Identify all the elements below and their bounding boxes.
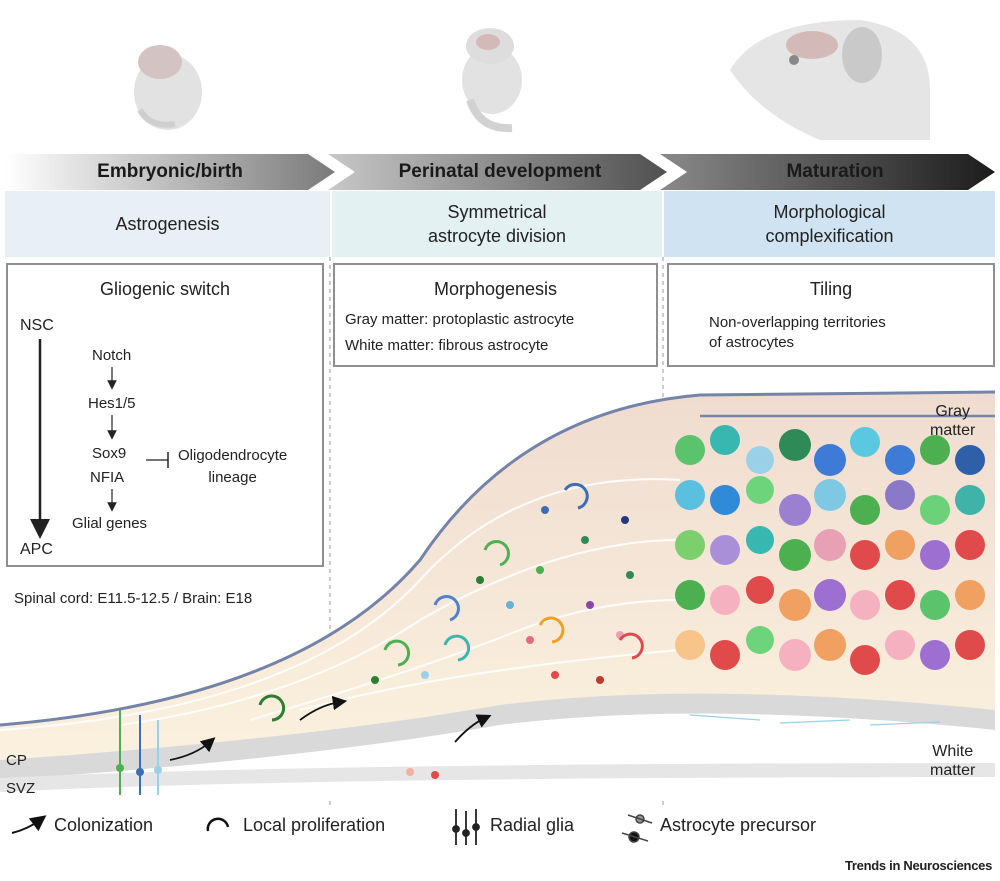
- svz-label: SVZ: [6, 780, 36, 797]
- white-matter-label: White matter: [930, 743, 976, 779]
- pathway-nfia: NFIA: [90, 469, 125, 486]
- proliferation-arrows: [258, 482, 644, 722]
- process-band-3: [664, 191, 995, 257]
- adult-mouse-icon: [730, 20, 930, 140]
- radial-glia: [116, 710, 162, 795]
- morphogenesis-box: Morphogenesis Gray matter: protoplastic …: [333, 263, 658, 367]
- pup-icon: [462, 28, 522, 133]
- stage-maturation-label: Maturation: [786, 161, 884, 182]
- oligodendrocyte-lineage: Oligodendrocyte lineage: [178, 447, 288, 486]
- stage-embryonic-label: Embryonic/birth: [97, 161, 243, 182]
- pathway-glial-genes: Glial genes: [72, 515, 148, 532]
- astrocyte-tiles: [675, 425, 985, 675]
- radial-glia-icon: [452, 809, 480, 845]
- embryo-icon: [134, 45, 202, 130]
- stage-timeline-banner: [5, 154, 995, 190]
- gray-matter-text: Gray matter: protoplastic astrocyte: [345, 311, 575, 328]
- pathway-hes: Hes1/5: [88, 395, 136, 412]
- pathway-arrows: [30, 339, 169, 539]
- process-complexification: Morphological complexification: [765, 202, 894, 246]
- process-division: Symmetrical astrocyte division: [427, 202, 567, 246]
- legend-icons: [11, 809, 653, 845]
- tiling-box: Tiling Non-overlapping territories of as…: [667, 263, 995, 367]
- gray-matter-label: Gray matter: [930, 403, 976, 439]
- white-matter-text: White matter: fibrous astrocyte: [345, 337, 549, 354]
- stage-perinatal-label: Perinatal development: [398, 161, 602, 182]
- white-matter-precursors: [406, 768, 439, 779]
- apc-label: APC: [20, 541, 53, 558]
- process-band-2: [332, 191, 662, 257]
- development-illustrations: [134, 20, 930, 140]
- box2-title: Morphogenesis: [433, 279, 558, 299]
- cp-label: CP: [6, 752, 27, 769]
- journal-credit: Trends in Neurosciences: [845, 858, 992, 873]
- box1-title: Gliogenic switch: [99, 279, 231, 299]
- white-matter-fibers: [689, 714, 941, 726]
- legend-astrocyte-precursor: Astrocyte precursor: [660, 815, 817, 835]
- astrocyte-precursor-icon: [621, 814, 653, 843]
- process-band-1: [5, 191, 330, 257]
- nsc-label: NSC: [20, 317, 54, 334]
- pathway-notch: Notch: [92, 347, 132, 364]
- tiling-text: Non-overlapping territories of astrocyte…: [709, 314, 886, 351]
- box3-title: Tiling: [809, 279, 853, 299]
- process-astrogenesis: Astrogenesis: [115, 214, 220, 234]
- legend-proliferation: Local proliferation: [243, 815, 386, 835]
- colonization-arrows: [169, 695, 492, 761]
- gliogenic-switch-box: Gliogenic switch NSC APC Notch Hes1/5 So…: [6, 263, 324, 567]
- proliferation-icon: [206, 817, 230, 832]
- legend-radial-glia: Radial glia: [490, 815, 575, 835]
- pathway-sox9: Sox9: [92, 445, 127, 462]
- legend-colonization: Colonization: [54, 815, 154, 835]
- tissue-illustration: [0, 390, 996, 800]
- timing-label: Spinal cord: E11.5-12.5 / Brain: E18: [14, 590, 253, 607]
- perinatal-astrocytes: [371, 506, 634, 684]
- colonization-icon: [11, 815, 47, 834]
